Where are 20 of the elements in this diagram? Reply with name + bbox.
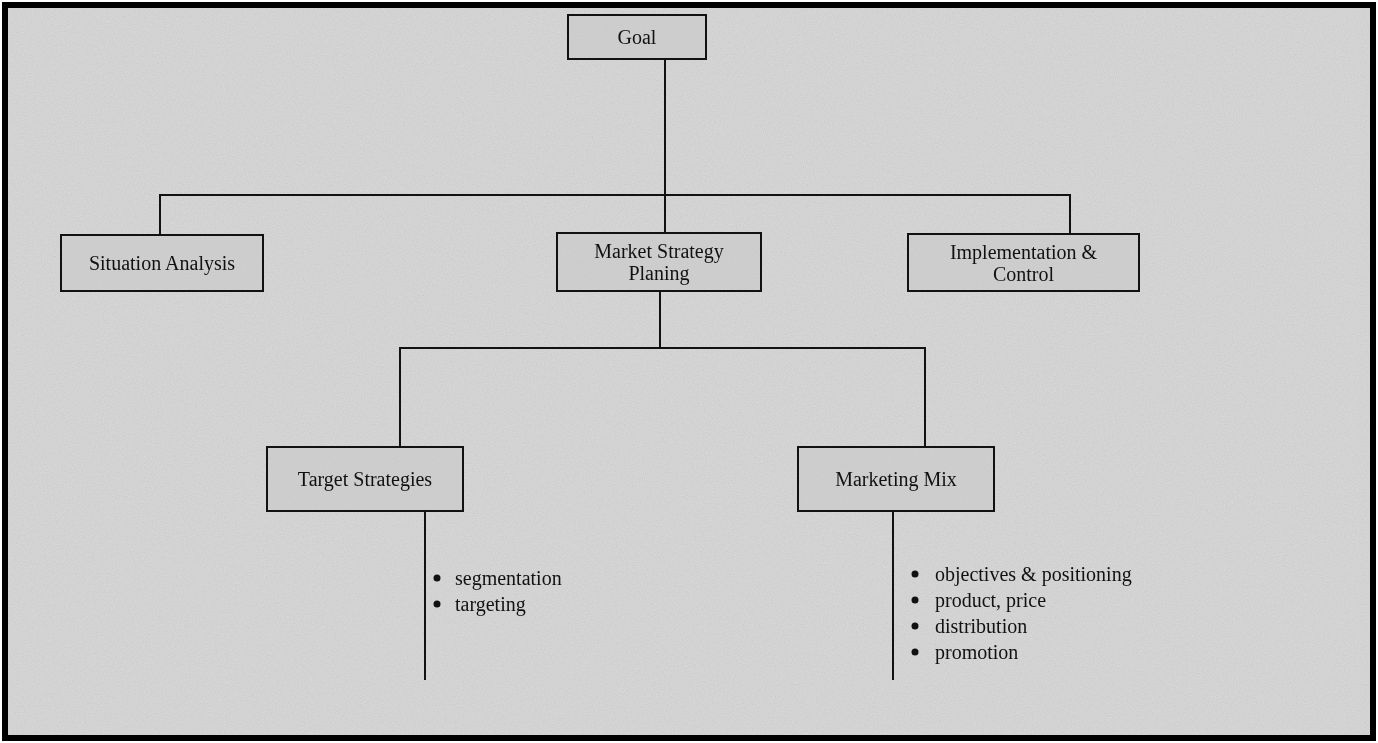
- bullet-text: targeting: [455, 593, 526, 615]
- box-label: Market Strategy Planing: [593, 240, 725, 284]
- bullet-text: distribution: [935, 615, 1028, 637]
- process-box: [567, 14, 707, 60]
- process-box: [266, 446, 464, 512]
- process-box: [556, 232, 762, 292]
- connector-line: [424, 511, 426, 681]
- bullet-text: segmentation: [455, 567, 562, 589]
- bullet-text: product, price: [935, 589, 1047, 611]
- bullet-text: promotion: [935, 641, 1019, 663]
- box-label: Goal: [617, 26, 657, 48]
- bullet-text: objectives & positioning: [935, 563, 1132, 585]
- box-label: Implementation & Control: [948, 240, 1099, 285]
- box-label: Marketing Mix: [835, 468, 957, 490]
- connector-line: [892, 511, 894, 681]
- box-label: Target Strategies: [297, 468, 433, 490]
- process-box: [60, 234, 264, 292]
- box-label: Situation Analysis: [88, 252, 236, 274]
- process-box: [907, 233, 1140, 292]
- process-box: [797, 446, 995, 512]
